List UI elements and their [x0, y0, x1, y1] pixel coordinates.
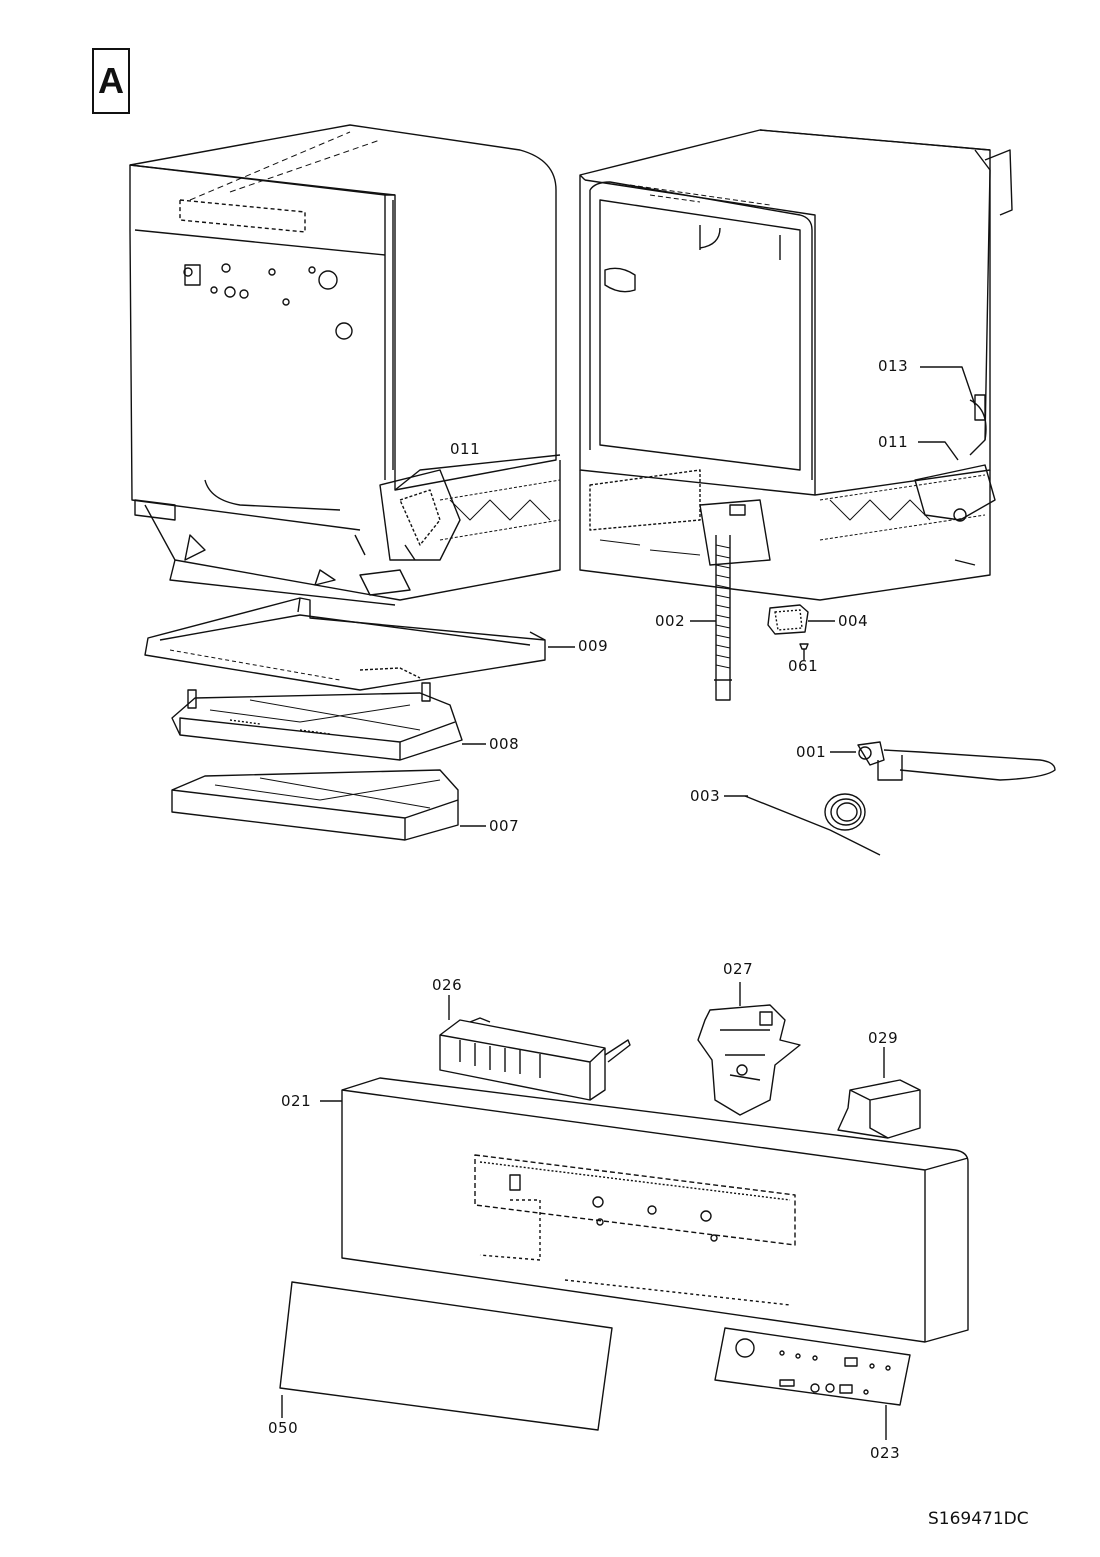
part-029-block [837, 1079, 921, 1139]
part-002-drain-hose [714, 535, 732, 701]
part-021-control-panel [341, 1077, 969, 1343]
part-label-061: 061 [788, 657, 819, 675]
part-label-050: 050 [268, 1419, 299, 1437]
part-061-screw [799, 643, 809, 660]
document-code: S169471DC [928, 1509, 1029, 1529]
part-label-003: 003 [690, 787, 721, 805]
part-004-component [767, 604, 809, 635]
part-label-007: 007 [489, 817, 520, 835]
part-label-021: 021 [281, 1092, 312, 1110]
part-label-023: 023 [870, 1444, 901, 1462]
part-label-004: 004 [838, 612, 869, 630]
part-009-base-tray [144, 597, 546, 691]
part-026-module [439, 1017, 631, 1101]
part-label-026: 026 [432, 976, 463, 994]
leader-013 [920, 366, 976, 406]
part-050-cover-panel [279, 1281, 613, 1431]
part-label-027: 027 [723, 960, 754, 978]
part-label-009: 009 [578, 637, 609, 655]
part-027-module [697, 1004, 801, 1116]
part-007-base-pan [171, 769, 459, 841]
part-label-013: 013 [878, 357, 909, 375]
part-label-029: 029 [868, 1029, 899, 1047]
leader-011-right [918, 441, 959, 461]
part-label-008: 008 [489, 735, 520, 753]
left-cabinet [129, 124, 561, 606]
part-003-cable [744, 793, 881, 856]
part-label-002: 002 [655, 612, 686, 630]
part-001-inlet-hose [857, 741, 1056, 781]
part-label-001: 001 [796, 743, 827, 761]
right-cabinet [579, 129, 1013, 601]
part-label-011-left: 011 [450, 440, 481, 458]
part-023-circuit-board [714, 1327, 911, 1406]
section-label: A [92, 48, 130, 114]
part-008-base-frame [171, 682, 463, 761]
part-label-011-right: 011 [878, 433, 909, 451]
